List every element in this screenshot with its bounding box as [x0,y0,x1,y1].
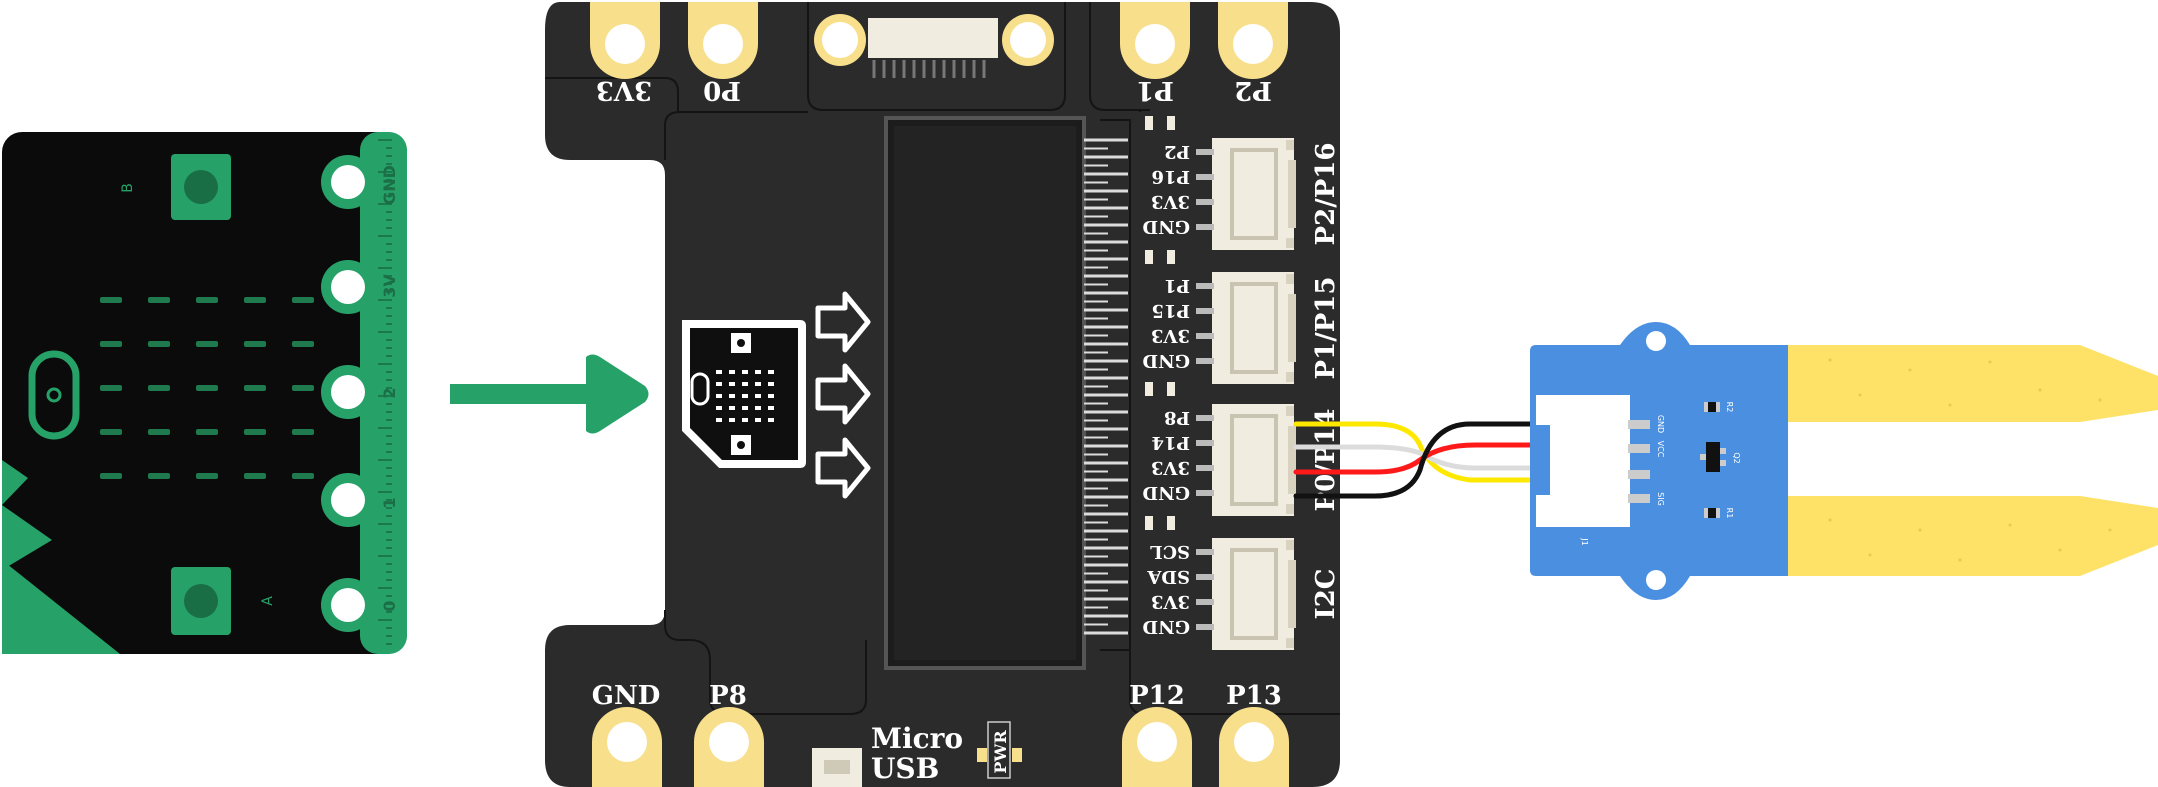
microbit-orientation-icon [682,320,806,468]
microbit-button-a-label: A [260,596,276,606]
microbit-edge-pad-3 [321,473,375,527]
grove-port-3-pin-2: 3V3 [1151,591,1190,612]
grove-port-2-pin-3: GND [1143,482,1190,503]
grove-port-0-pin-1: P16 [1151,166,1190,187]
grove-port-2-pin-1: P14 [1151,432,1190,453]
top-fpc-connector [868,18,998,78]
microbit-edge-pad-1 [321,260,375,314]
microbit-logo-icon [28,350,80,440]
grove-port-1-pin-0: P1 [1164,275,1190,296]
grove-port-1-pin-1: P15 [1151,300,1190,321]
grove-port-3-led [1145,516,1175,530]
grove-port-1-name: P1/P15 [1311,277,1341,380]
bottom-pad-3 [1219,707,1289,787]
microbit-edge-pad-0 [321,155,375,209]
grove-port-0-pin-3: GND [1143,216,1190,237]
microbit-slot [884,116,1131,670]
grove-port-2-pin-0: P8 [1164,407,1190,428]
soil-moisture-sensor: GND VCC SIG R2 Q2 R1 J1 [1530,322,2158,600]
bottom-pad-label-p13: P13 [1226,681,1282,711]
grove-port-0-pin-2: 3V3 [1151,191,1190,212]
top-pad-2 [1120,2,1190,79]
sensor-part-r1: R1 [1725,508,1734,519]
fpc-mount-pad-1 [1002,14,1054,66]
grove-port-0-led [1145,116,1175,130]
wire-yellow [1293,421,1533,483]
microbit-edge-label-2: 2 [380,387,399,398]
sensor-pin-vcc: VCC [1656,441,1665,458]
grove-port-2-pin-2: 3V3 [1151,457,1190,478]
grove-port-3-pin-3: GND [1143,616,1190,637]
sensor-part-q2: Q2 [1732,452,1741,463]
microbit-edge-pad-2 [321,365,375,419]
grove-port-1-pin-3: GND [1143,350,1190,371]
top-pad-label-p2: P2 [1234,75,1272,105]
bottom-pad-1 [694,707,764,787]
sensor-connector [1536,395,1630,527]
wire-white [1293,444,1533,471]
microbit-button-b [171,154,231,220]
top-pad-label-p1: P1 [1136,75,1174,105]
grove-port-3-pin-0: SCL [1150,541,1190,562]
bottom-pad-label-p12: P12 [1129,681,1185,711]
microbit-ruler-ticks [378,139,392,645]
top-pad-3 [1218,2,1288,79]
direction-arrows-icon [815,291,871,499]
top-pad-label-p0: P0 [703,75,741,105]
insert-arrow-icon [450,354,649,434]
grove-port-0-pin-0: P2 [1164,141,1190,162]
wire-black [1293,421,1533,499]
sensor-probe [1788,345,2158,576]
microbit-button-b-label: B [120,183,136,193]
micro-usb-port [812,748,862,787]
grove-port-1-led [1145,250,1175,264]
cable-harness [1293,421,1533,499]
micro-usb-label-line2: USB [871,752,939,785]
expansion-board: 3V3 P0 P1 P2 GND P8 P12 P13 Micro USB PW… [545,2,1341,787]
top-pad-1 [688,2,758,79]
pwr-label: PWR [991,730,1010,774]
grove-port-1-pin-2: 3V3 [1151,325,1190,346]
grove-port-3-pin-1: SDA [1146,566,1190,587]
bottom-pad-2 [1122,707,1192,787]
fpc-mount-pad-0 [814,14,866,66]
sensor-part-r2: R2 [1725,402,1734,413]
microbit-edge-label-1: 1 [380,497,399,508]
microbit-edge-pad-4 [321,578,375,632]
bottom-pad-label-gnd: GND [592,681,661,711]
grove-port-0-name: P2/P16 [1311,143,1341,246]
microbit-board: GND 3V 2 1 0 B A [2,132,407,654]
top-pad-label-3v3: 3V3 [596,75,652,105]
bottom-pad-label-p8: P8 [709,681,747,711]
sensor-part-j1: J1 [1580,537,1589,545]
pwr-led [977,721,1022,779]
wire-red [1293,442,1533,475]
microbit-edge-label-0: 0 [380,600,399,611]
microbit-edge-label-3v: 3V [380,274,399,298]
top-pad-0 [590,2,660,79]
micro-usb-label-line1: Micro [871,722,963,755]
microbit-led-matrix [100,297,314,479]
sensor-pin-gnd: GND [1656,415,1665,433]
sensor-pin-sig: SIG [1656,492,1665,506]
grove-port-2-led [1145,382,1175,396]
bottom-pad-0 [592,707,662,787]
microbit-button-a [171,567,231,635]
microbit-edge-label-gnd: GND [380,165,399,205]
grove-port-3-name: I2C [1311,569,1341,620]
